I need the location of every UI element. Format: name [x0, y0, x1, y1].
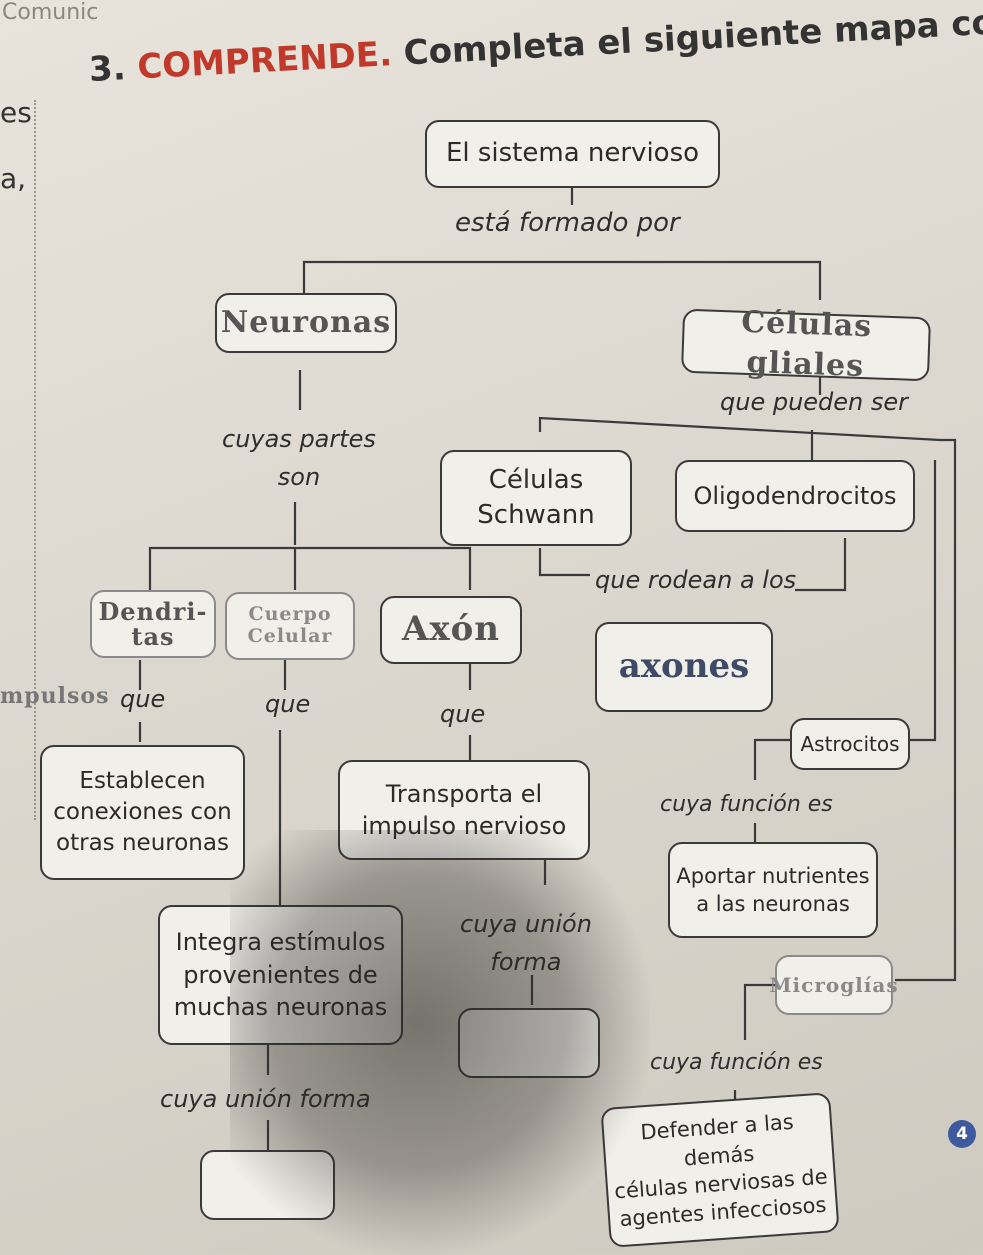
node-celulas-schwann: Células Schwann	[440, 450, 632, 546]
label-cuya-union-forma-axon: cuya unión forma	[460, 910, 592, 977]
node-aportar-nutrientes: Aportar nutrientes a las neuronas	[668, 842, 878, 938]
label-esta-formado-por: está formado por	[455, 208, 680, 238]
node-defender-celulas: Defender a las demás células nerviosas d…	[600, 1092, 840, 1248]
blank-answer-box-axon[interactable]	[458, 1008, 600, 1078]
handwritten-microglias: Microglías	[769, 972, 899, 997]
handwritten-impulsos: mpulsos	[0, 683, 110, 709]
root-node: El sistema nervioso	[425, 120, 720, 188]
node-neuronas: Neuronas	[215, 293, 397, 353]
node-cuerpo-celular: Cuerpo Celular	[225, 592, 355, 660]
handwritten-neuronas: Neuronas	[220, 304, 392, 340]
node-astrocitos: Astrocitos	[790, 718, 910, 770]
node-celulas-gliales: Células gliales	[680, 304, 932, 384]
node-axon: Axón	[380, 596, 522, 664]
node-transporta-impulso: Transporta el impulso nervioso	[338, 760, 590, 860]
blank-answer-box-cuerpo[interactable]	[200, 1150, 335, 1220]
node-microglias: Microglías	[769, 955, 898, 1015]
margin-text-a: a,	[0, 162, 27, 195]
margin-dotted-line	[34, 100, 36, 820]
label-cuya-funcion-astrocitos: cuya función es	[660, 792, 833, 817]
handwritten-celulas-gliales: Células gliales	[740, 304, 873, 385]
label-cuya-funcion-microglias: cuya función es	[650, 1050, 823, 1075]
node-dendritas: Dendri- tas	[90, 590, 216, 658]
handwritten-axones: axones	[618, 646, 750, 687]
label-cuya-union-forma-cuerpo: cuya unión forma	[160, 1085, 371, 1113]
label-que-cuerpo: que	[265, 690, 311, 718]
handwritten-axon: Axón	[401, 609, 501, 650]
label-cuyas-partes-son: cuyas partes son	[222, 425, 376, 492]
top-left-text: Comunic	[2, 0, 99, 25]
label-que-axon: que	[440, 700, 486, 728]
handwritten-cuerpo-celular: Cuerpo Celular	[247, 603, 333, 647]
node-oligodendrocitos: Oligodendrocitos	[675, 460, 915, 532]
page-badge: 4	[948, 1120, 976, 1148]
label-que-dendritas: que	[120, 685, 166, 713]
label-que-rodean-a-los: que rodean a los	[595, 566, 797, 594]
margin-text-es: es	[0, 96, 32, 129]
node-integra-estimulos: Integra estímulos provenientes de muchas…	[158, 905, 403, 1045]
node-axones: axones	[595, 622, 773, 712]
node-establecen-conexiones: Establecen conexiones con otras neuronas	[40, 745, 245, 880]
handwritten-dendritas: Dendri- tas	[98, 596, 208, 651]
label-que-pueden-ser: que pueden ser	[720, 388, 909, 416]
